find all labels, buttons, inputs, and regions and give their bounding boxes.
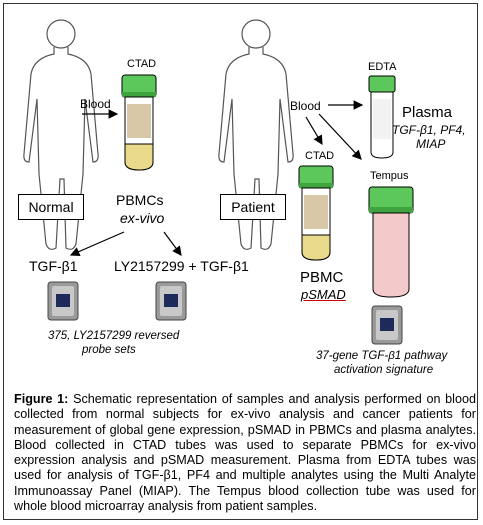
person-label-patient: Patient	[220, 194, 286, 220]
ctad-label-left: CTAD	[127, 58, 157, 70]
schematic	[23, 19, 414, 345]
arrow-pbmc-to-tgf	[69, 231, 125, 257]
plasma-sub-line1: TGF-β1, PF4,	[392, 123, 466, 137]
pbmc-label-right: PBMC	[300, 269, 344, 286]
arrow-blood-to-tempus	[318, 113, 362, 160]
chip-caption-line2: probe sets	[82, 344, 136, 356]
tempus-tube	[368, 186, 414, 298]
microarray-chip-1	[47, 281, 79, 321]
tempus-label: Tempus	[370, 170, 409, 182]
arrow-pbmc-to-ly	[163, 231, 182, 256]
microarray-chip-3	[371, 305, 403, 345]
plasma-sub-line2: MIAP	[416, 137, 446, 151]
signature-line2: activation signature	[334, 364, 434, 376]
caption-text: Schematic representation of samples and …	[14, 392, 476, 514]
person-label-normal: Normal	[18, 194, 84, 220]
ctad-tube-right	[298, 165, 334, 261]
plasma-label: Plasma	[402, 104, 453, 121]
ctad-tube-left	[121, 74, 157, 171]
arrow-blood-to-ctad-right	[305, 116, 323, 146]
figure-frame: CTAD Blood Normal PBMCs ex-vivo TGF-β1 L…	[3, 3, 478, 520]
signature-line1: 37-gene TGF-β1 pathway	[316, 350, 448, 362]
ctad-label-right: CTAD	[305, 150, 335, 162]
edta-tube	[368, 75, 396, 159]
blood-label-right: Blood	[290, 99, 321, 113]
microarray-chip-2	[155, 281, 187, 321]
person-normal-figure	[23, 19, 99, 250]
edta-label: EDTA	[368, 61, 397, 73]
pbmcs-sub-label: ex-vivo	[120, 210, 165, 226]
psmad-label: pSMAD	[301, 287, 346, 302]
treatment-tgf-label: TGF-β1	[29, 258, 78, 274]
treatment-ly-label: LY2157299 + TGF-β1	[114, 258, 249, 274]
figure-caption: Figure 1: Schematic representation of sa…	[14, 392, 476, 514]
chip-caption-line1: 375, LY2157299 reversed	[48, 330, 180, 342]
person-patient-figure	[218, 19, 294, 250]
caption-label: Figure 1:	[14, 392, 69, 406]
blood-label-left: Blood	[80, 97, 111, 111]
pbmcs-label: PBMCs	[116, 192, 164, 208]
